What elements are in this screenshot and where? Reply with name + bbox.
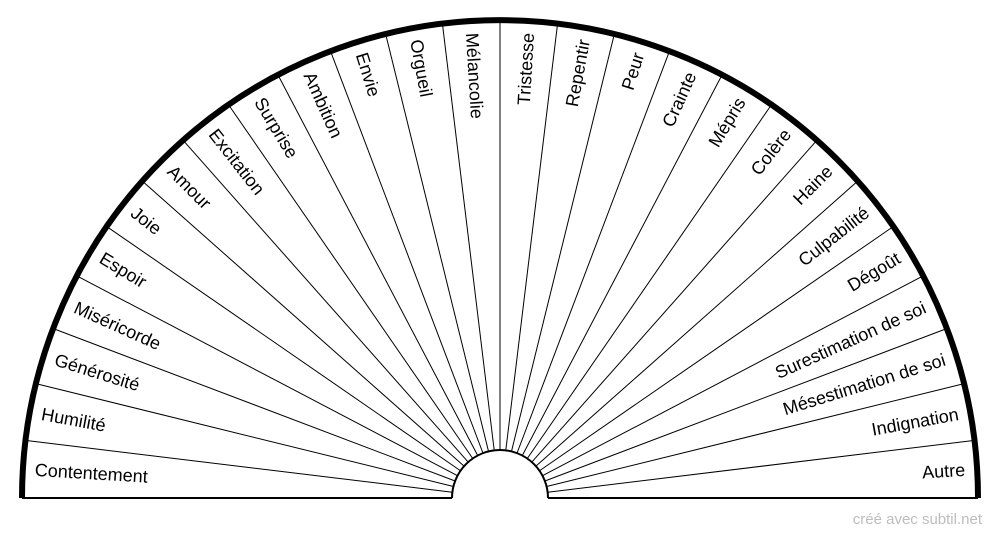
segment-label: Repentir <box>562 38 594 109</box>
segment-divider <box>547 439 975 493</box>
segment-label: Colère <box>747 125 795 179</box>
segment-divider <box>277 74 479 456</box>
segment-label: Culpabilité <box>794 203 873 271</box>
segment-divider <box>228 104 474 459</box>
segment-label: Excitation <box>205 125 269 199</box>
segment-label: Espoir <box>96 248 150 292</box>
segment-divider <box>516 50 670 454</box>
credit-text: créé avec subtil.net <box>852 511 982 528</box>
segment-label: Dégoût <box>844 248 904 295</box>
segment-label: Envie <box>352 50 384 99</box>
segment-label: Mélancolie <box>462 32 487 119</box>
segment-label: Peur <box>618 50 648 92</box>
segment-label: Crainte <box>658 69 700 130</box>
segment-label: Joie <box>127 203 165 239</box>
segment-label: Indignation <box>870 404 960 440</box>
segment-lines <box>25 20 975 493</box>
segment-divider <box>76 275 458 477</box>
segment-label: Contentement <box>34 460 148 487</box>
segment-divider <box>531 139 818 463</box>
segment-divider <box>526 104 772 459</box>
segment-divider <box>106 226 461 472</box>
segment-divider <box>521 74 723 456</box>
segment-divider <box>505 23 559 451</box>
segment-divider <box>544 328 948 482</box>
segment-divider <box>330 50 484 454</box>
segment-divider <box>539 226 894 472</box>
segment-divider <box>546 383 965 487</box>
segment-divider <box>385 33 489 452</box>
segment-divider <box>542 275 924 477</box>
segment-label: Surprise <box>250 94 302 162</box>
segment-label: Tristesse <box>514 32 538 105</box>
segment-divider <box>25 439 453 493</box>
inner-arc <box>451 449 549 499</box>
segment-divider <box>441 23 495 451</box>
segment-label: Miséricorde <box>71 298 164 354</box>
segment-label: Autre <box>922 460 966 483</box>
segment-divider <box>141 180 465 467</box>
segment-divider <box>535 180 859 467</box>
segment-label: Mépris <box>705 94 750 151</box>
segment-label: Orgueil <box>406 38 436 99</box>
segment-label: Générosité <box>52 350 142 395</box>
segment-divider <box>52 328 456 482</box>
segment-label: Haine <box>789 161 836 208</box>
segment-label: Amour <box>163 161 215 213</box>
segment-divider <box>511 33 615 452</box>
outer-arc <box>19 17 981 499</box>
segment-divider <box>35 383 454 487</box>
segment-label: Humilité <box>40 404 108 435</box>
segment-divider <box>182 139 469 463</box>
